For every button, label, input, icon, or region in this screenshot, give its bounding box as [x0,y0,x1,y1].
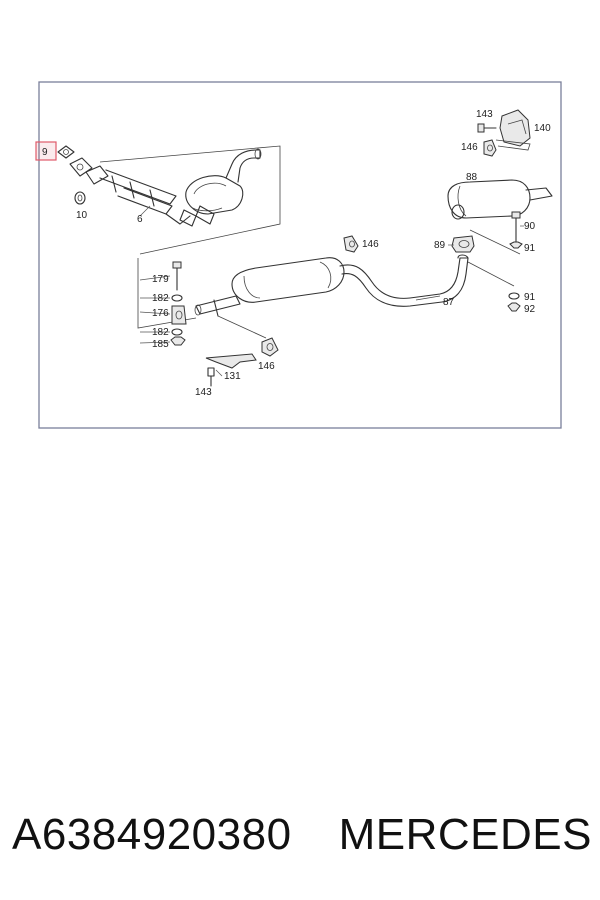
label-part-143-lower: 143 [195,387,212,398]
label-part-185: 185 [152,339,169,350]
label-part-88: 88 [466,172,478,183]
clamp-hardware-stack [170,261,187,346]
label-part-131: 131 [224,371,241,382]
label-part-146-top: 146 [461,142,478,153]
rear-hanger-bracket [477,109,531,157]
label-part-179: 179 [152,274,169,285]
label-part-9: 9 [42,147,48,158]
part-number: A6384920380 [12,810,292,859]
label-part-91-lower: 91 [524,292,536,303]
label-part-176: 176 [152,308,169,319]
label-part-91-upper: 91 [524,243,536,254]
label-part-140: 140 [534,123,551,134]
label-part-146-lower: 146 [258,361,275,372]
product-caption: A6384920380 MERCEDES [12,800,592,870]
highlight-box [35,141,57,161]
label-part-87: 87 [443,297,455,308]
middle-silencer-assembly [137,235,469,387]
label-part-90: 90 [524,221,536,232]
rear-silencer-assembly [447,179,553,312]
front-pipe-assembly [57,145,281,255]
label-part-143-top: 143 [476,109,493,120]
label-part-182-lower: 182 [152,327,169,338]
label-part-89: 89 [434,240,446,251]
label-part-6: 6 [137,214,143,225]
label-part-10: 10 [76,210,88,221]
label-part-182-upper: 182 [152,293,169,304]
leader-lines [139,205,524,377]
diagram-frame [38,81,562,429]
label-part-92: 92 [524,304,536,315]
brand-name: MERCEDES [338,810,592,859]
label-part-146-mid: 146 [362,239,379,250]
